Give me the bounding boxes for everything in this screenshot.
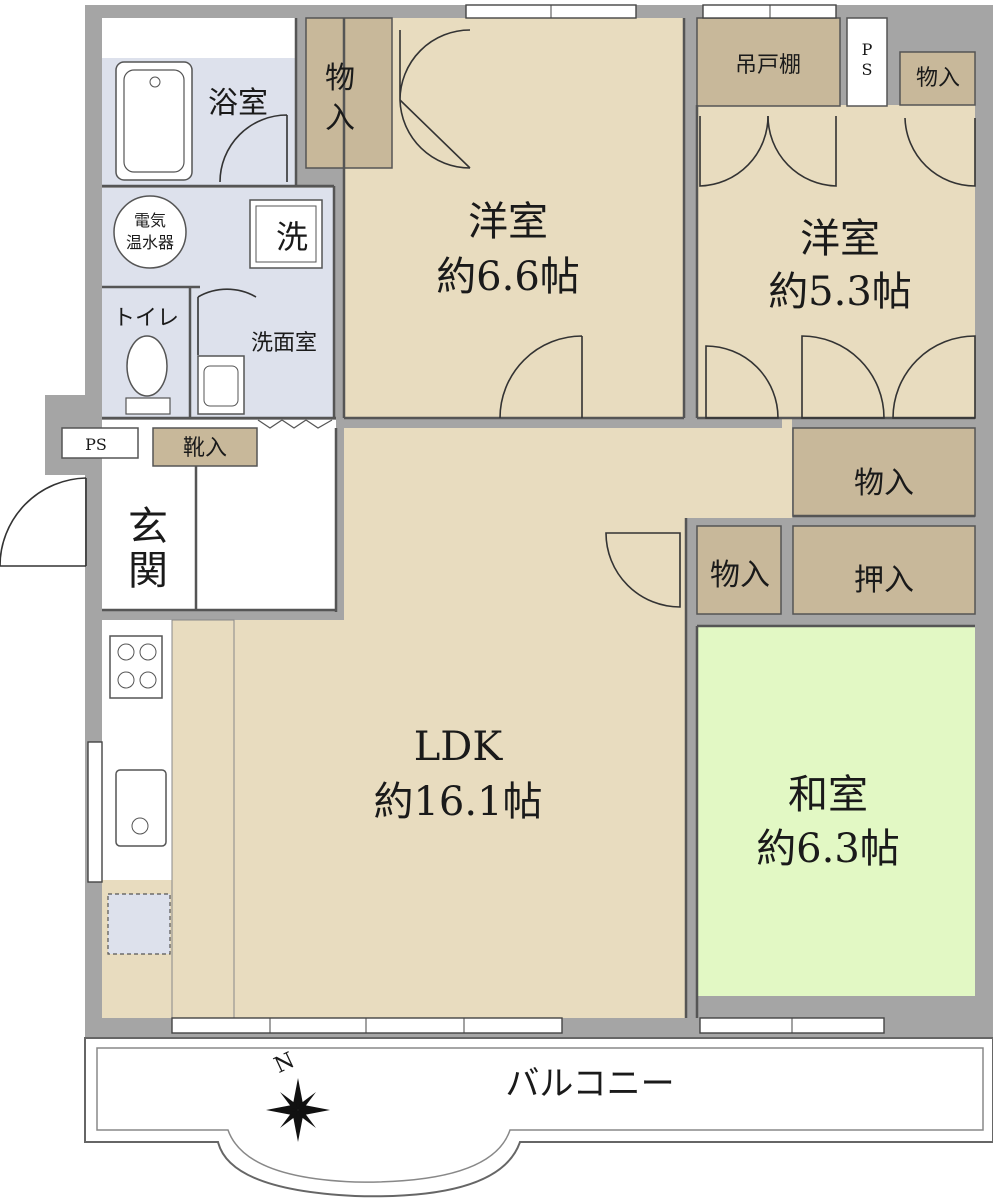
storage-areas bbox=[61, 17, 976, 615]
balcony bbox=[84, 1037, 993, 1198]
closet-top-left-line1: 物 bbox=[325, 61, 355, 96]
water-heater bbox=[113, 195, 187, 269]
stove bbox=[109, 635, 163, 699]
japanese-room-floor bbox=[697, 626, 975, 996]
ps-top-line2: S bbox=[862, 60, 873, 79]
compass-icon bbox=[266, 1078, 330, 1142]
windows bbox=[87, 4, 885, 1034]
wash-basin bbox=[197, 355, 245, 415]
oshiire-label: 押入 bbox=[854, 563, 914, 598]
doors bbox=[0, 29, 976, 608]
ldk-size: 約16.1帖 bbox=[373, 779, 542, 825]
western-room-2-name: 洋室 bbox=[800, 216, 880, 262]
western-room-1-size: 約6.6帖 bbox=[436, 254, 580, 300]
washer-box bbox=[249, 199, 323, 269]
fridge-space bbox=[107, 893, 171, 955]
japanese-room-size: 約6.3帖 bbox=[756, 826, 900, 872]
toilet-bowl bbox=[126, 335, 168, 397]
water-heater-line1: 電気 bbox=[134, 211, 166, 230]
closet-top-left-line2: 入 bbox=[325, 101, 355, 136]
closet-top-right-label: 物入 bbox=[916, 66, 960, 91]
ldk-floor bbox=[102, 428, 782, 1018]
closet-mid-right-label: 物入 bbox=[854, 466, 914, 501]
entrance-label-top: 玄 bbox=[128, 504, 168, 550]
japanese-room-name: 和室 bbox=[788, 772, 868, 818]
ps-entrance-label: PS bbox=[85, 435, 107, 454]
ldk-name: LDK bbox=[414, 724, 504, 770]
closet-small-label: 物入 bbox=[710, 558, 770, 593]
bath-label: 浴室 bbox=[208, 86, 268, 121]
entrance-label-bottom: 関 bbox=[128, 548, 168, 594]
balcony-label: バルコニー bbox=[505, 1064, 674, 1104]
labels: 洋室 約6.6帖 洋室 約5.3帖 LDK 約16.1帖 和室 約6.3帖 浴室… bbox=[85, 40, 960, 1104]
washer-label: 洗 bbox=[276, 218, 308, 256]
water-heater-line2: 温水器 bbox=[126, 233, 174, 252]
ps-top-line1: P bbox=[862, 40, 873, 59]
western-room-2-size: 約5.3帖 bbox=[768, 269, 912, 315]
fixtures bbox=[107, 61, 323, 955]
bathtub bbox=[115, 61, 193, 181]
washroom-label: 洗面室 bbox=[251, 331, 317, 356]
hanging-shelf-label: 吊戸棚 bbox=[735, 53, 801, 78]
toilet-label: トイレ bbox=[113, 306, 179, 331]
shoe-closet-label: 靴入 bbox=[183, 436, 227, 461]
toilet-tank bbox=[125, 397, 171, 415]
western-room-1-name: 洋室 bbox=[468, 199, 548, 245]
kitchen-sink bbox=[115, 769, 167, 847]
